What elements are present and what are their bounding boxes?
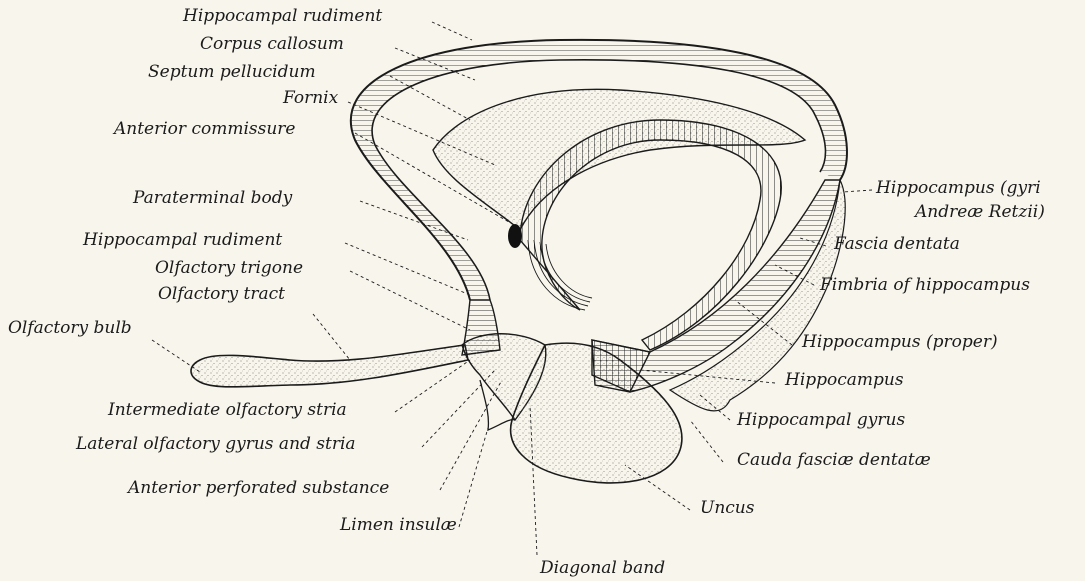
label-limen-insulae: Limen insulæ: [340, 517, 457, 534]
label-hippocampal-rudiment-top: Hippocampal rudiment: [183, 8, 382, 25]
label-hippocampus-gyri-line1: Hippocampus (gyri: [876, 180, 1041, 197]
label-intermediate-olfactory-stria: Intermediate olfactory stria: [108, 402, 347, 419]
label-uncus: Uncus: [700, 500, 754, 517]
label-hippocampus-gyri-line2: Andreæ Retzii): [915, 204, 1045, 221]
label-diagonal-band: Diagonal band: [540, 560, 665, 577]
label-olfactory-trigone: Olfactory trigone: [155, 260, 303, 277]
anterior-commissure-mark: [508, 224, 522, 248]
label-fornix: Fornix: [283, 90, 338, 107]
label-hippocampus-proper: Hippocampus (proper): [802, 334, 998, 351]
label-hippocampus: Hippocampus: [785, 372, 904, 389]
olfactory-bulb-tract: [191, 345, 468, 387]
label-lateral-olfactory-gyrus: Lateral olfactory gyrus and stria: [76, 436, 356, 453]
label-olfactory-bulb: Olfactory bulb: [8, 320, 132, 337]
label-cauda-fasciae-dentatae: Cauda fasciæ dentatæ: [737, 452, 931, 469]
label-anterior-commissure: Anterior commissure: [114, 121, 295, 138]
label-septum-pellucidum: Septum pellucidum: [148, 64, 316, 81]
label-olfactory-tract: Olfactory tract: [158, 286, 285, 303]
label-hippocampal-gyrus: Hippocampal gyrus: [737, 412, 905, 429]
label-corpus-callosum: Corpus callosum: [200, 36, 344, 53]
label-fimbria-of-hippocampus: Fimbria of hippocampus: [820, 277, 1030, 294]
label-anterior-perforated-substance: Anterior perforated substance: [128, 480, 389, 497]
label-hippocampal-rudiment-lower: Hippocampal rudiment: [83, 232, 282, 249]
label-paraterminal-body: Paraterminal body: [133, 190, 292, 207]
label-fascia-dentata: Fascia dentata: [834, 236, 960, 253]
